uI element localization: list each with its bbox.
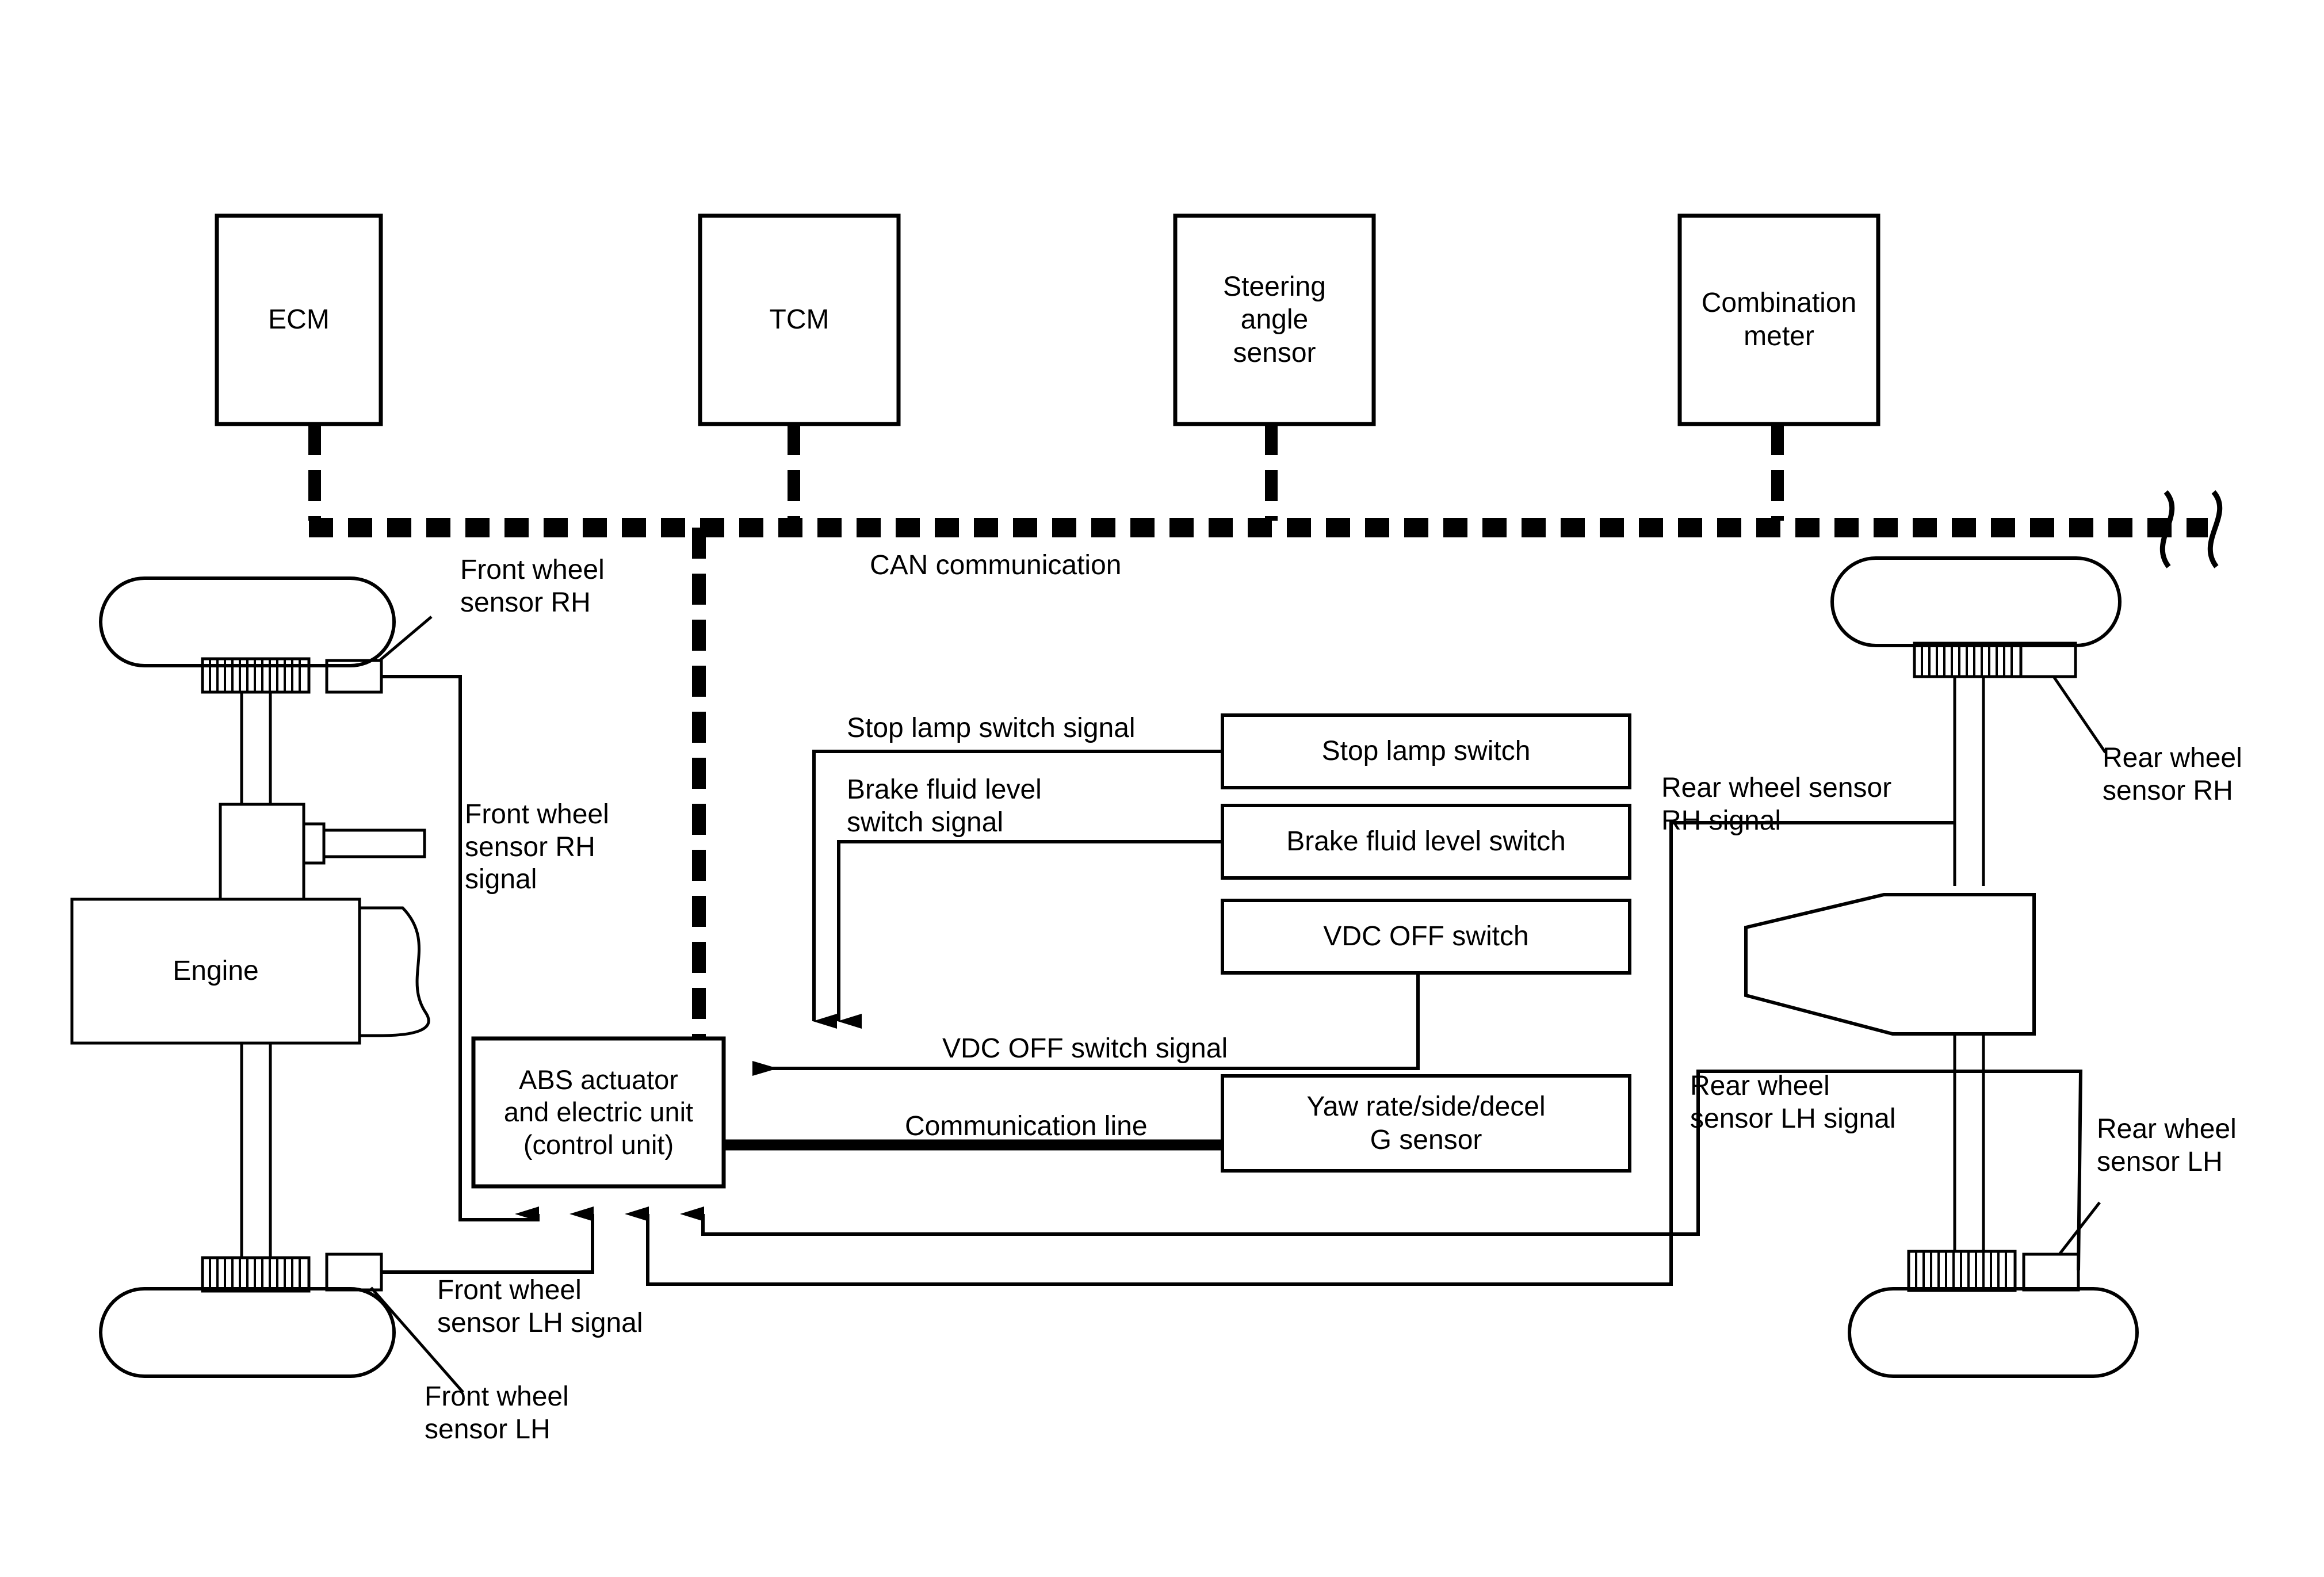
label-front-wheel-sensor-lh: Front wheel sensor LH <box>425 1381 569 1445</box>
wire-front-rh-signal <box>381 675 540 1221</box>
label-front-wheel-sensor-lh-signal: Front wheel sensor LH signal <box>437 1275 643 1338</box>
box-abs-control-unit <box>471 1036 726 1189</box>
callout-front-rh <box>379 616 433 662</box>
wire-front-lh-signal <box>381 1206 594 1274</box>
label-can-communication: CAN communication <box>870 550 1122 581</box>
callout-front-lh <box>370 1286 464 1393</box>
sensor-body-front-lh <box>325 1253 383 1292</box>
wire-rear-rh-signal <box>625 821 1955 1286</box>
box-vdc-off-switch <box>1221 899 1631 975</box>
rotor-front-rh-teeth <box>209 659 301 692</box>
label-brake-fluid-level-switch: Brake fluid level switch <box>1286 826 1566 857</box>
callout-rear-rh <box>2052 675 2107 754</box>
engine-cut-wave <box>360 906 430 1037</box>
label-tcm: TCM <box>769 304 830 335</box>
label-front-wheel-sensor-rh: Front wheel sensor RH <box>460 555 605 618</box>
label-combination-meter: Combination meter <box>1701 288 1857 352</box>
label-stop-lamp-switch: Stop lamp switch <box>1321 736 1531 767</box>
bus-break-wave-2 <box>2207 490 2223 568</box>
box-yaw-rate-g-sensor <box>1221 1074 1631 1173</box>
label-front-wheel-sensor-rh-signal: Front wheel sensor RH signal <box>465 799 609 895</box>
rotor-rear-lh-teeth <box>1915 1251 2007 1290</box>
label-vdc-off-switch: VDC OFF switch <box>1323 921 1529 952</box>
wire-stop-lamp-signal <box>812 750 1222 1029</box>
tire-front-rh <box>99 576 396 667</box>
transmission-block <box>219 803 305 901</box>
label-steering-angle-sensor: Steering angle sensor <box>1223 271 1326 368</box>
sensor-body-rear-rh <box>2019 642 2077 678</box>
bus-break-wave-1 <box>2159 490 2175 568</box>
differential-housing <box>1744 893 2036 1036</box>
label-brake-fluid-level-switch-signal: Brake fluid level switch signal <box>847 774 1042 838</box>
label-abs-control-unit: ABS actuator and electric unit (control … <box>503 1064 694 1160</box>
rotor-front-lh-teeth <box>209 1258 301 1291</box>
engine-box <box>70 898 361 1045</box>
label-communication-line: Communication line <box>905 1111 1148 1141</box>
label-stop-lamp-switch-signal: Stop lamp switch signal <box>847 713 1136 743</box>
wire-rear-lh-signal <box>680 1070 2083 1271</box>
label-rear-wheel-sensor-lh-signal: Rear wheel sensor LH signal <box>1690 1071 1896 1134</box>
label-engine: Engine <box>173 956 259 987</box>
propeller-shaft <box>302 822 326 865</box>
label-yaw-rate-g-sensor: Yaw rate/side/decel G sensor <box>1306 1091 1546 1155</box>
tire-rear-lh <box>1848 1287 2139 1378</box>
wire-brake-fluid-signal <box>837 840 1222 1029</box>
tire-front-lh <box>99 1287 396 1378</box>
box-ecm <box>215 213 383 426</box>
label-rear-wheel-sensor-rh-signal: Rear wheel sensor RH signal <box>1661 773 1892 836</box>
wire-vdc-off-signal <box>752 973 1420 1076</box>
propeller-shaft-tube <box>322 828 426 858</box>
sensor-body-rear-lh <box>2022 1253 2080 1292</box>
rotor-rear-rh-teeth <box>1921 643 2013 677</box>
label-rear-wheel-sensor-rh: Rear wheel sensor RH <box>2103 743 2242 806</box>
label-rear-wheel-sensor-lh: Rear wheel sensor LH <box>2097 1114 2237 1177</box>
label-vdc-off-switch-signal: VDC OFF switch signal <box>942 1033 1228 1064</box>
tire-rear-rh <box>1830 556 2122 647</box>
label-ecm: ECM <box>268 304 330 335</box>
